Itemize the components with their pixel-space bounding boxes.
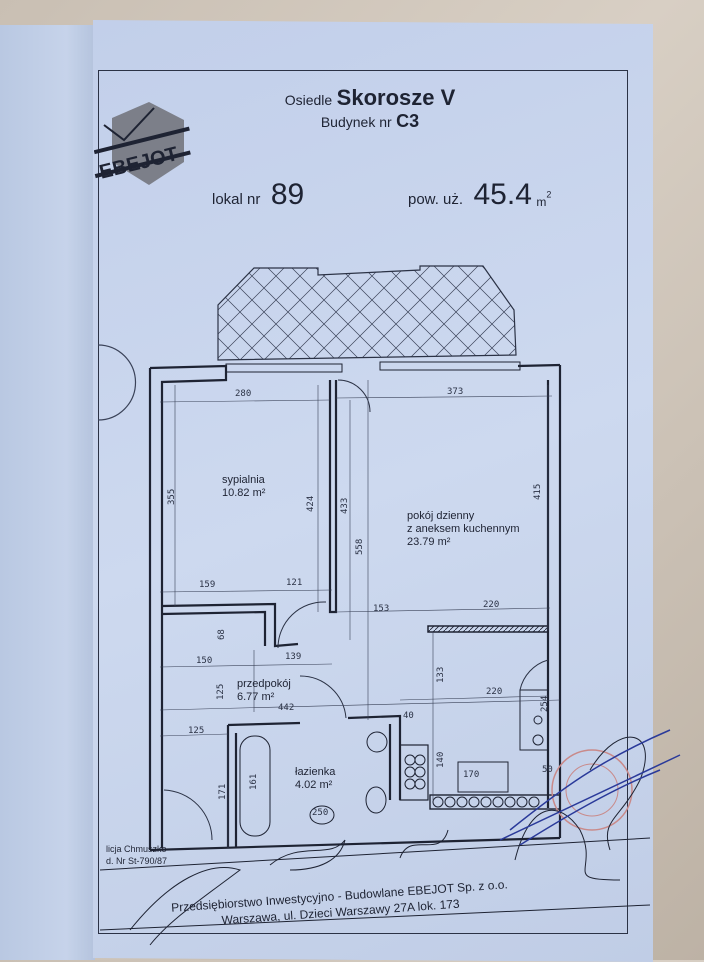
building-number: C3 [396, 111, 420, 131]
dim-150: 150 [196, 656, 213, 666]
room-name: pokój dzienny [407, 510, 475, 522]
signatures [129, 736, 646, 946]
dim-68: 68 [217, 629, 227, 640]
dim-125-horizontal: 125 [188, 726, 205, 736]
unit-number: 89 [270, 178, 305, 211]
estate-label: Osiedle [284, 92, 333, 108]
room-hallway: przedpokój 6.77 m² [237, 678, 291, 704]
dim-159: 159 [199, 580, 216, 590]
left-stamp [97, 344, 137, 421]
left-page [0, 25, 95, 960]
company-stamp [551, 749, 633, 831]
room-living-kitchen: pokój dzienny z aneksem kuchennym 23.79 … [407, 510, 520, 549]
dim-140: 140 [436, 751, 446, 768]
dim-250: 250 [312, 808, 329, 818]
blue-pen-signature [499, 729, 681, 846]
estate-name: Skorosze V [336, 85, 456, 110]
room-name: sypialnia [222, 474, 265, 486]
unit-number-block: lokal nr 89 [212, 178, 304, 212]
building-label: Budynek nr [320, 114, 392, 130]
area-label: pow. uż. [408, 191, 464, 208]
dim-220-top: 220 [483, 600, 500, 610]
architect-license: d. Nr St-790/87 [106, 856, 168, 866]
room-name: łazienka [295, 766, 336, 778]
dim-558: 558 [355, 538, 365, 555]
area-value: 45.4 [473, 178, 532, 211]
dim-220-mid: 220 [486, 687, 503, 697]
dim-424: 424 [306, 495, 316, 512]
dim-133: 133 [436, 666, 446, 683]
dim-125-vertical: 125 [216, 683, 226, 700]
dim-40: 40 [403, 711, 414, 721]
room-bathroom: łazienka 4.02 m² [295, 766, 335, 792]
dim-139: 139 [285, 652, 302, 662]
title-block: Osiedle Skorosze V Budynek nr C3 [200, 85, 540, 132]
area-unit: m [536, 195, 547, 209]
usable-area-block: pow. uż. 45.4 m2 [408, 178, 551, 212]
room-bedroom: sypialnia 10.82 m² [222, 474, 265, 500]
page-frame [98, 70, 628, 934]
dim-433: 433 [340, 497, 350, 514]
room-name: przedpokój [237, 678, 291, 690]
dim-170: 170 [463, 770, 480, 780]
room-name-line2: z aneksem kuchennym [407, 523, 520, 535]
room-area: 10.82 m² [222, 487, 266, 499]
dim-254: 254 [540, 695, 550, 712]
dim-355: 355 [167, 488, 177, 505]
room-area: 23.79 m² [407, 536, 451, 548]
dim-50: 50 [542, 765, 553, 775]
dim-373: 373 [447, 387, 464, 397]
area-unit-sup: 2 [546, 189, 552, 200]
dim-153: 153 [373, 604, 390, 614]
dim-121: 121 [286, 578, 303, 588]
dim-442: 442 [278, 703, 295, 713]
room-area: 6.77 m² [237, 691, 275, 703]
balcony [217, 265, 517, 361]
architect-info: licja Chmuszko d. Nr St-790/87 [106, 843, 167, 867]
dim-280: 280 [235, 389, 252, 399]
dim-161: 161 [249, 773, 259, 790]
dim-415: 415 [533, 483, 543, 500]
ebejot-logo-icon: EBEJOT [94, 102, 191, 185]
unit-label: lokal nr [212, 191, 261, 208]
architect-name: licja Chmuszko [106, 844, 167, 854]
room-area: 4.02 m² [295, 779, 333, 791]
dim-171: 171 [218, 783, 228, 800]
